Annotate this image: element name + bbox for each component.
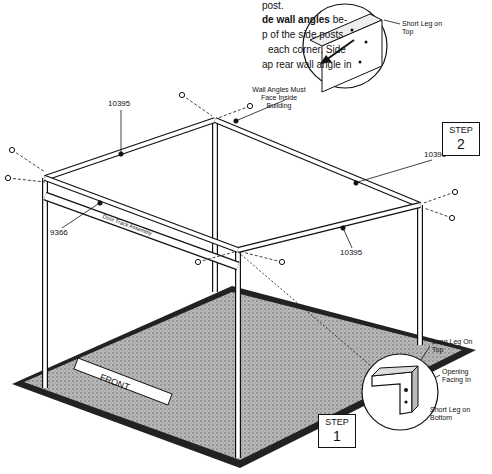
front-plate	[74, 358, 172, 405]
step-number: 2	[449, 136, 473, 153]
rail-face	[45, 120, 215, 178]
rail-outline	[238, 205, 420, 250]
screw-guide	[218, 106, 250, 118]
post-face	[236, 250, 240, 458]
floor-deck	[24, 292, 462, 460]
screw-head	[279, 259, 284, 264]
post-outline	[212, 120, 218, 292]
screws	[5, 92, 457, 264]
note-text: ap rear wall angle in	[262, 59, 352, 71]
step-word: STEP	[449, 125, 473, 136]
note-text: p of the side posts	[262, 29, 343, 41]
screw-head	[179, 92, 184, 97]
screw-guide	[8, 178, 45, 182]
note-text: Long Leg On Top	[432, 338, 476, 354]
screw-guide	[424, 208, 452, 218]
note-text: Short Leg on Bottom	[430, 406, 482, 422]
rail-outline	[45, 120, 215, 178]
rail-face	[215, 120, 420, 205]
note-text: each corner. Side	[268, 44, 346, 56]
door-track-outline	[45, 196, 238, 266]
post-outline	[42, 178, 48, 388]
rail-face	[238, 205, 420, 250]
callout-number: 10395	[108, 99, 130, 108]
rail-outline	[45, 178, 238, 250]
screw-guide	[12, 150, 45, 172]
screw-head	[449, 215, 454, 220]
post-face	[43, 178, 47, 388]
step-box: STEP1	[318, 414, 356, 448]
screw-head	[5, 175, 10, 180]
screw-head	[452, 189, 457, 194]
callout-number: 10395	[340, 248, 362, 257]
step-word: STEP	[325, 417, 349, 428]
callout-number: 9366	[50, 228, 68, 237]
note-text: Opening Facing In	[442, 368, 486, 384]
detail-inset-bottom	[362, 354, 438, 430]
note-text: be-	[333, 14, 347, 26]
rail-face	[45, 178, 238, 250]
screw-head	[247, 103, 252, 108]
screw-head	[9, 147, 14, 152]
step-box: STEP2	[442, 122, 480, 156]
screw-head	[195, 259, 200, 264]
rail-outline	[215, 120, 420, 205]
post-outline	[417, 205, 423, 345]
post-face	[418, 205, 422, 345]
post-outline	[235, 250, 241, 458]
note-text: Wall Angles Must Face Inside Building	[248, 86, 310, 110]
screw-guide	[424, 192, 455, 203]
note-text: post.	[262, 0, 284, 12]
door-track-face	[45, 196, 238, 266]
post-face	[213, 120, 217, 292]
screw-guide	[182, 95, 212, 116]
floor-frame	[12, 286, 476, 468]
step-number: 1	[325, 428, 349, 445]
screw-guide	[198, 252, 234, 262]
note-text: Short Leg on Top	[402, 20, 448, 36]
note-text: de wall angles	[262, 14, 330, 26]
frame-members	[45, 120, 420, 458]
